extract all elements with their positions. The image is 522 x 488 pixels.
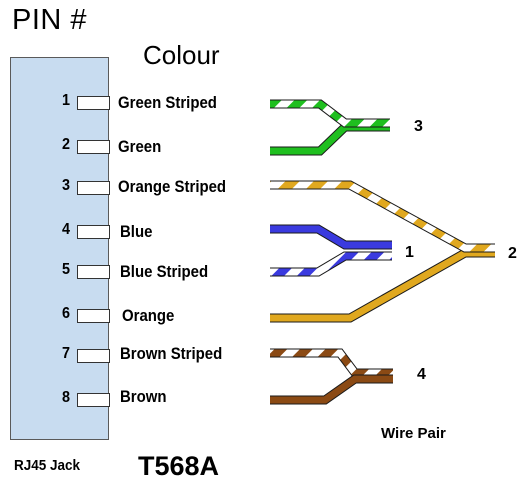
- pin-number-7: 7: [61, 345, 70, 362]
- pin-slot-4: [77, 225, 110, 239]
- wire-label-blue: Blue: [120, 222, 153, 241]
- pin-slot-2: [77, 140, 110, 154]
- pair-number-2: 2: [508, 245, 517, 262]
- pin-slot-5: [77, 265, 110, 279]
- pair-number-1: 1: [405, 244, 414, 261]
- pin-slot-8: [77, 393, 110, 407]
- wire-label-brown: Brown: [120, 387, 167, 406]
- rj45-jack-body: [10, 57, 109, 440]
- standard-label: T568A: [138, 451, 220, 481]
- wire-label-orange: Orange: [122, 306, 175, 325]
- pin-number-4: 4: [61, 221, 70, 238]
- wire-label-green-striped: Green Striped: [118, 93, 217, 112]
- pin-number-8: 8: [61, 389, 70, 406]
- pin-slot-7: [77, 349, 110, 363]
- pin-number-5: 5: [61, 261, 70, 278]
- pin-slot-1: [77, 96, 110, 110]
- pin-heading: PIN #: [12, 4, 88, 36]
- wire-label-brown-striped: Brown Striped: [120, 344, 223, 363]
- pin-number-6: 6: [61, 305, 70, 322]
- wire-orange-striped: [270, 180, 495, 253]
- colour-heading: Colour: [143, 40, 220, 70]
- pin-number-3: 3: [61, 177, 70, 194]
- wire-orange: [270, 248, 495, 323]
- wire-label-orange-striped: Orange Striped: [118, 177, 227, 196]
- wire-label-green: Green: [118, 137, 162, 156]
- pin-number-2: 2: [61, 136, 70, 153]
- wire-pair-label: Wire Pair: [381, 425, 446, 442]
- pin-number-1: 1: [61, 92, 70, 109]
- wire-label-blue-striped: Blue Striped: [120, 262, 209, 281]
- pin-slot-3: [77, 181, 110, 195]
- pair-number-4: 4: [417, 366, 426, 383]
- pair-number-3: 3: [414, 118, 423, 135]
- rj45-jack-label: RJ45 Jack: [14, 457, 81, 474]
- pin-slot-6: [77, 309, 110, 323]
